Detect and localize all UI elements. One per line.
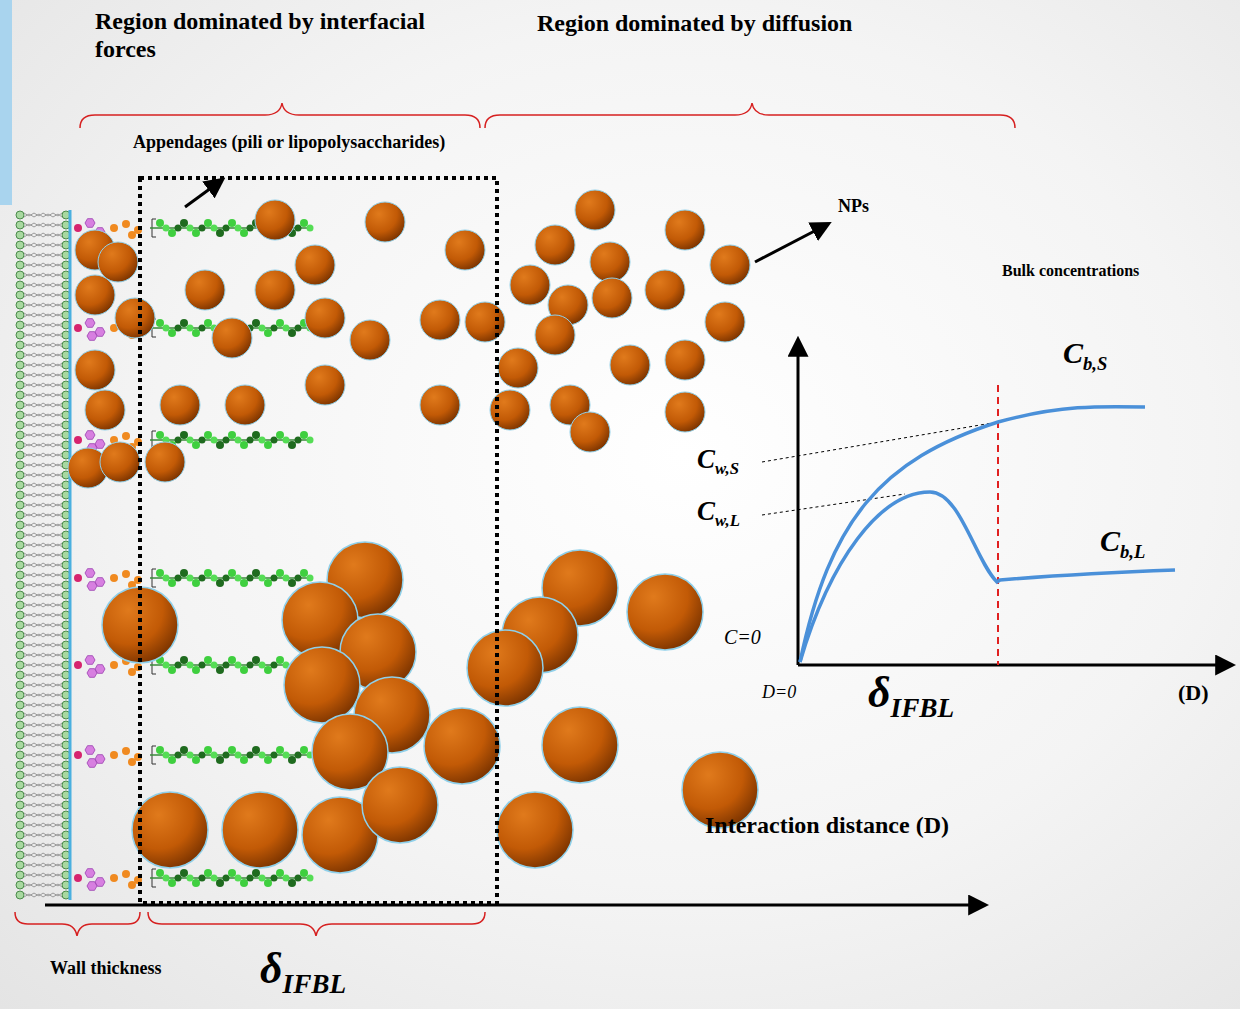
axis-value: Cw,S: [697, 444, 739, 478]
leader-label: Appendages (pili or lipopolysaccharides): [133, 132, 445, 153]
bracket-label: Wall thickness: [50, 958, 162, 979]
graph-label: Bulk concentrations: [1002, 262, 1139, 280]
distance-axis: [45, 904, 985, 907]
axis-value: δIFBL: [868, 668, 954, 724]
inset-graph: [762, 340, 1232, 665]
axis-value: Cw,L: [697, 496, 740, 530]
side-strip: [0, 0, 12, 205]
region-heading: Region dominated by diffusion: [537, 10, 852, 38]
bracket-label: δIFBL: [260, 944, 346, 1000]
axis-title: (D): [1178, 680, 1209, 705]
region-heading: Region dominated by interfacial forces: [95, 8, 425, 63]
axis-value: C=0: [724, 626, 761, 649]
leader-arrow: [185, 180, 222, 207]
axis-value: D=0: [762, 682, 796, 703]
curve-label: Cb,S: [1063, 336, 1107, 374]
boundary-layer-box: [140, 178, 497, 903]
leader-arrow: [755, 224, 828, 262]
wall-surface: [69, 210, 72, 900]
appendages: [74, 219, 314, 891]
curve-label: Cb,L: [1100, 524, 1145, 562]
nanoparticles: [68, 190, 758, 873]
axis-title: Interaction distance (D): [705, 812, 949, 840]
region-brackets: [15, 103, 1015, 936]
leader-label: NPs: [838, 196, 869, 217]
cell-wall: [15, 210, 71, 900]
